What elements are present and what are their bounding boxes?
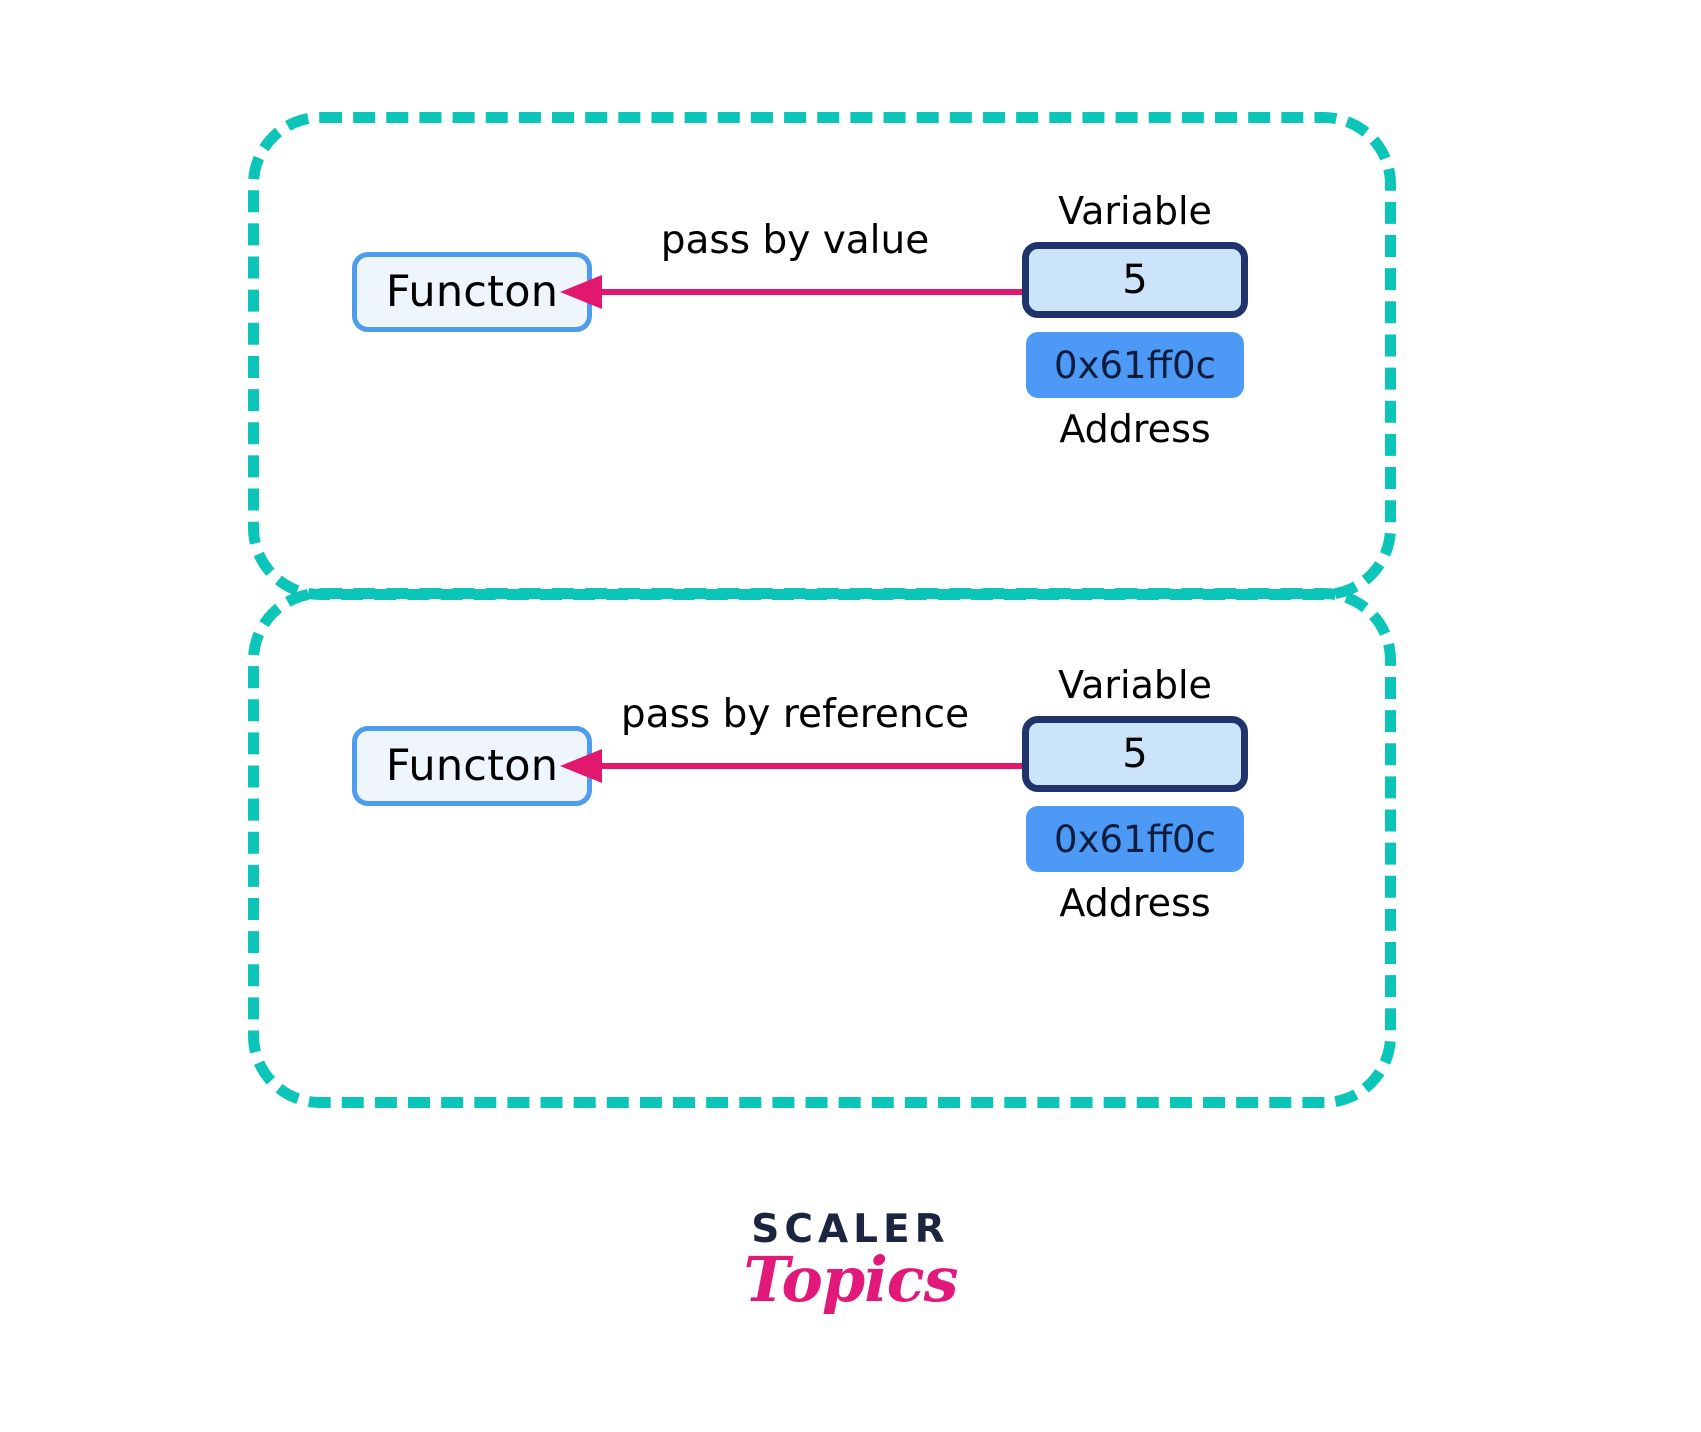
function-box-pass-by-value: Functon	[352, 252, 592, 332]
address-caption-pass-by-reference: Address	[1059, 881, 1211, 925]
arrow-label-pass-by-reference: pass by reference	[620, 692, 970, 737]
logo-topics-wordmark: Topics	[743, 1243, 959, 1316]
variable-value-box-pass-by-reference: 5	[1022, 716, 1248, 792]
panel-pass-by-reference	[248, 588, 1396, 1108]
variable-stack-pass-by-value: Variable 5 0x61ff0c Address	[1020, 192, 1250, 448]
variable-caption-pass-by-value: Variable	[1058, 189, 1212, 233]
logo-scaler-wordmark: SCALER	[751, 1207, 950, 1252]
arrow-label-pass-by-value: pass by value	[660, 218, 930, 263]
function-box-pass-by-reference: Functon	[352, 726, 592, 806]
address-value-box-pass-by-reference: 0x61ff0c	[1026, 806, 1244, 872]
variable-stack-pass-by-reference: Variable 5 0x61ff0c Address	[1020, 666, 1250, 922]
variable-caption-pass-by-reference: Variable	[1058, 663, 1212, 707]
scaler-topics-logo: SCALER Topics	[0, 1210, 1701, 1312]
variable-value-box-pass-by-value: 5	[1022, 242, 1248, 318]
address-value-box-pass-by-value: 0x61ff0c	[1026, 332, 1244, 398]
address-caption-pass-by-value: Address	[1059, 407, 1211, 451]
